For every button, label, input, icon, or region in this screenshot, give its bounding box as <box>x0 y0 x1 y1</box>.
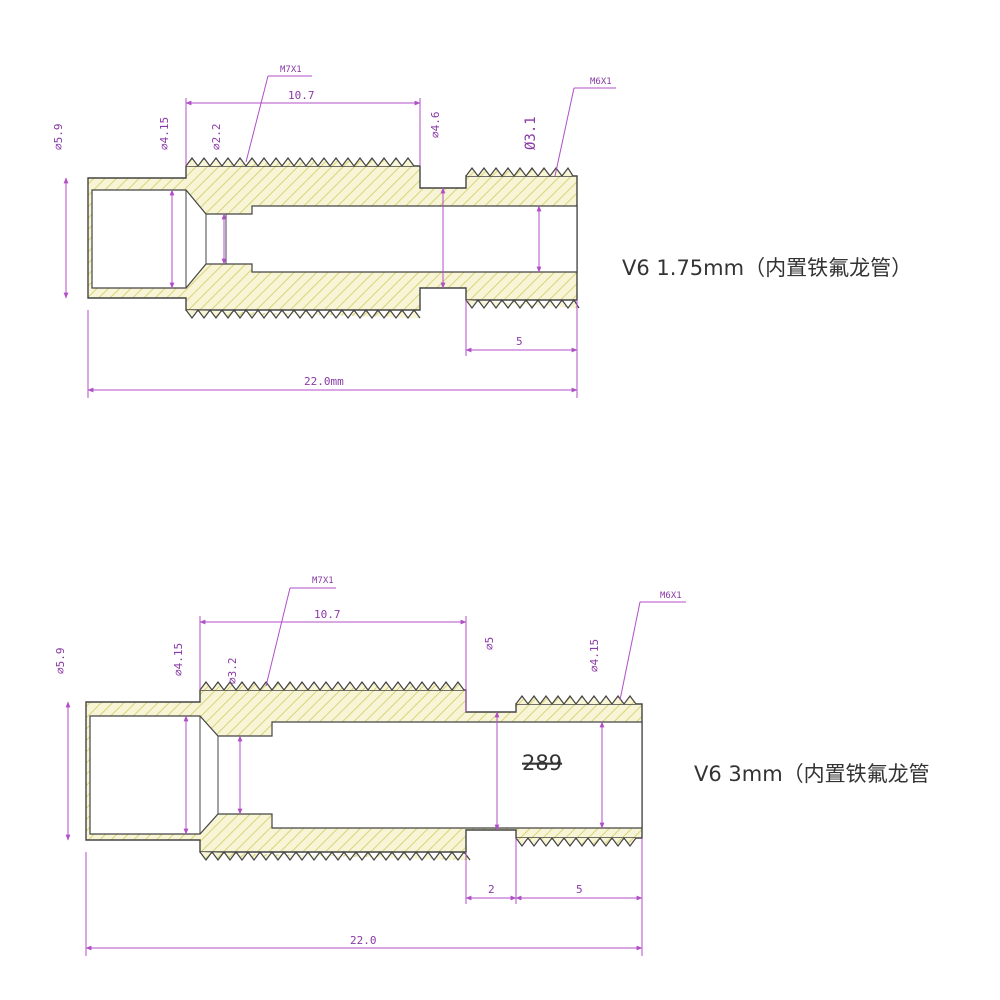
top-dim-total-length: 22.0mm <box>304 375 344 388</box>
top-thread-teeth-upper-small <box>465 166 574 177</box>
bottom-thread-teeth-lower <box>199 851 471 861</box>
bottom-dim-outer-dia: ⌀5.9 <box>54 648 67 675</box>
bottom-dim-throat-dia: ⌀3.2 <box>226 658 239 685</box>
bottom-dim-gap-length: 2 <box>488 883 495 896</box>
bottom-dim-total-length: 22.0 <box>350 934 377 947</box>
top-thread-small-label: M7X1 <box>280 65 302 75</box>
top-dim-neck-dia: ⌀4.6 <box>429 112 442 139</box>
bottom-thread-teeth-upper-small <box>515 695 637 705</box>
top-thread-teeth-upper <box>185 157 415 167</box>
top-caption: V6 1.75mm（内置铁氟龙管） <box>622 256 913 280</box>
bottom-overlay-number: 289 <box>522 751 562 775</box>
bottom-caption: V6 3mm（内置铁氟龙管 <box>694 762 930 786</box>
bottom-thread-teeth-upper <box>199 681 465 691</box>
top-dim-outer-dia: ⌀5.9 <box>52 124 65 151</box>
top-dim-thread-length: 10.7 <box>288 89 315 102</box>
bottom-dim-tip-length: 5 <box>576 883 583 896</box>
top-thread-teeth-lower-small <box>465 298 580 309</box>
top-thread-large-label: M6X1 <box>590 77 612 87</box>
bottom-dim-neck-dia: ⌀5 <box>483 637 496 650</box>
bottom-thread-large-label: M6X1 <box>660 591 682 601</box>
bottom-dim-bore-dia: ⌀4.15 <box>172 643 185 676</box>
top-dim-bore-dia: ⌀4.15 <box>158 117 171 150</box>
top-thread-teeth-lower <box>185 309 421 319</box>
top-dim-tube-dia: Ø3.1 <box>523 116 539 150</box>
top-part-drawing: ⌀5.9 ⌀4.15 ⌀2.2 ⌀4.6 Ø3.1 10.7 M7X1 M6X1… <box>52 65 616 398</box>
top-dim-throat-dia: ⌀2.2 <box>210 124 223 151</box>
top-dim-tip-length: 5 <box>516 335 523 348</box>
bottom-part-bore <box>89 715 643 835</box>
bottom-part-drawing: ⌀5.9 ⌀4.15 ⌀3.2 ⌀5 ⌀4.15 10.7 M7X1 M6X1 … <box>54 576 686 956</box>
bottom-dim-thread-length: 10.7 <box>314 608 341 621</box>
bottom-thread-teeth-lower-small <box>515 837 637 847</box>
bottom-dim-tube-dia: ⌀4.15 <box>588 639 601 672</box>
bottom-thread-small-label: M7X1 <box>312 576 334 586</box>
